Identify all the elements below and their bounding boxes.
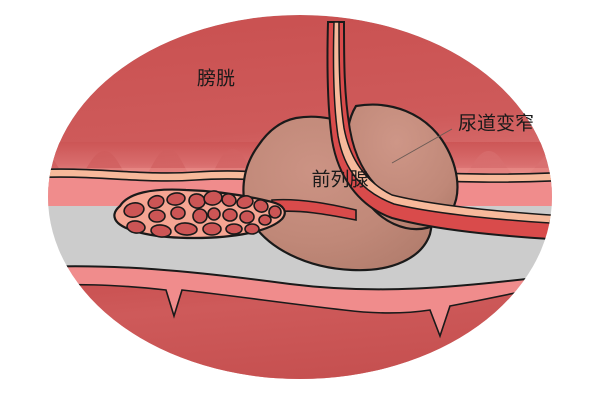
calculus (123, 202, 145, 218)
calculus (236, 195, 254, 209)
calculus (147, 194, 165, 210)
urethra-group (271, 21, 552, 242)
leader-line-urethra-narrowing (391, 128, 453, 164)
calculus (258, 214, 272, 226)
calculus (174, 222, 198, 236)
calculus (221, 193, 237, 207)
diverticulum-calculi (123, 190, 282, 238)
calculus (150, 224, 172, 238)
annotation-labels: 膀胱 前列腺 尿道变窄 (197, 68, 534, 191)
label-urethra-narrowing: 尿道变窄 (458, 113, 534, 135)
label-bladder: 膀胱 (197, 68, 235, 90)
calculus (207, 207, 221, 221)
urethra-wall (326, 21, 552, 242)
calculus (203, 190, 223, 206)
anatomy-content (48, 15, 552, 379)
annotation-leader-lines (391, 128, 453, 164)
urethra-lumen (332, 21, 552, 225)
bladder-diverticulum-group (113, 188, 286, 240)
calculus (148, 209, 166, 223)
calculus (202, 222, 222, 236)
label-prostate: 前列腺 (311, 169, 368, 191)
calculus (253, 199, 269, 213)
calculus (170, 206, 186, 220)
calculus (166, 192, 186, 206)
calculus (244, 223, 260, 235)
calculus (225, 223, 243, 235)
calculus (192, 208, 208, 224)
urethra-proximal-wall (271, 198, 357, 221)
calculus (188, 193, 206, 209)
calculus (239, 210, 255, 224)
calculus (268, 205, 282, 219)
rectum-group (48, 265, 552, 379)
calculus (126, 220, 146, 234)
calculus (222, 208, 238, 222)
